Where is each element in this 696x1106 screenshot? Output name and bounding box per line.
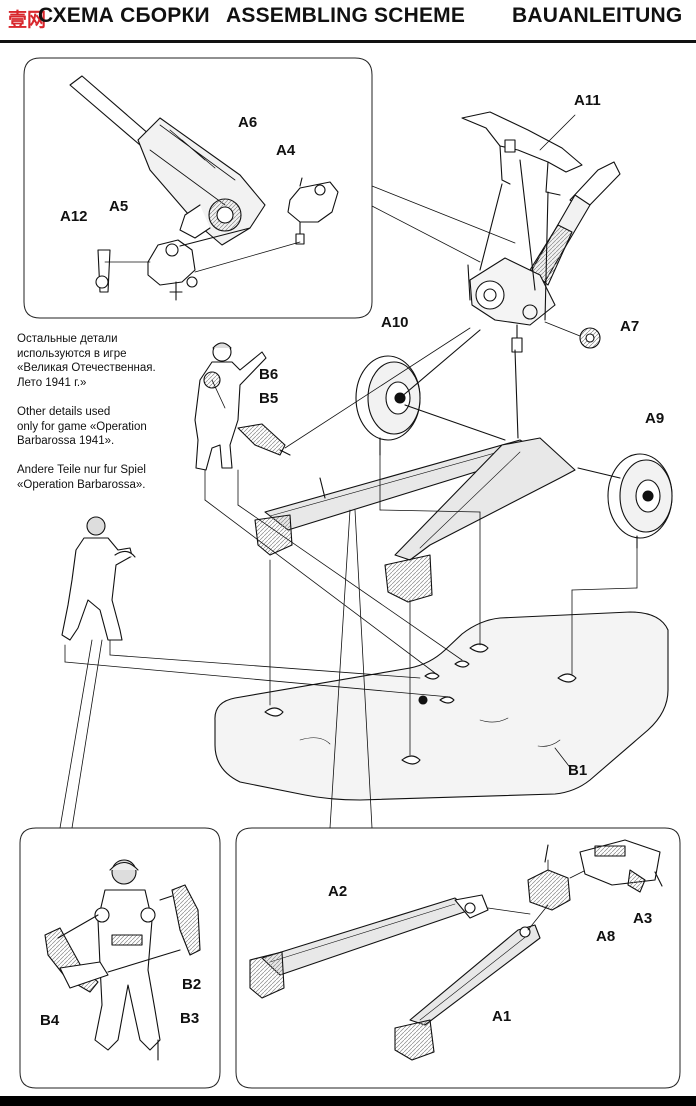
main-carriage-trails [254, 349, 576, 603]
label-a9: A9 [645, 410, 665, 427]
note-en-line-2: only for game «Operation [17, 420, 147, 433]
part-a12 [95, 249, 151, 293]
label-a4: A4 [276, 142, 296, 159]
header-rule [0, 40, 696, 43]
note-en-line-3: Barbarossa 1941». [17, 435, 115, 447]
part-a11-shield [461, 111, 583, 321]
label-a1: A1 [492, 1008, 512, 1025]
note-ru-line-1: Остальные детали [17, 333, 118, 345]
part-a9-wheel [577, 453, 673, 549]
detail-frame-breech [23, 57, 516, 319]
main-gun-barrel [467, 161, 621, 353]
part-a3-axle [579, 839, 663, 893]
part-a10-wheel [355, 329, 506, 456]
label-b1: B1 [568, 762, 588, 779]
figure-soldier-b6 [194, 327, 471, 471]
label-a3: A3 [633, 910, 653, 927]
detail-frame-trails [235, 509, 681, 1089]
detail-frame-figure [19, 639, 221, 1089]
figure-soldier-b3 [44, 859, 201, 1061]
note-ru-line-4: Лето 1941 г.» [17, 376, 87, 389]
note-de-line-1: Andere Teile nur fur Spiel [17, 464, 146, 476]
label-a7: A7 [620, 318, 640, 335]
note-ru-line-2: используются в игре [17, 347, 127, 360]
label-b3: B3 [180, 1010, 200, 1027]
label-a5: A5 [109, 198, 129, 215]
part-a6-barrel [69, 75, 266, 246]
figure-soldier-crouching [61, 516, 136, 641]
label-a10: A10 [381, 314, 409, 331]
footer-bar [0, 1096, 696, 1106]
part-a1-trail [394, 904, 549, 1061]
note-de-line-2: «Operation Barbarossa». [17, 478, 146, 491]
label-a8: A8 [596, 928, 616, 945]
label-b4: B4 [40, 1012, 60, 1029]
label-b2: B2 [182, 976, 202, 993]
title-russian: СХЕМА СБОРКИ [38, 4, 210, 27]
label-a11: A11 [574, 92, 601, 109]
part-a7-hub [544, 321, 601, 349]
label-b5: B5 [259, 390, 279, 407]
title-german: BAUANLEITUNG [512, 4, 683, 27]
note-english: Other details used only for game «Operat… [17, 405, 147, 449]
assembly-guide-lines [64, 454, 638, 756]
part-b1-base [214, 611, 669, 801]
watermark-text: 壹网 [8, 9, 46, 31]
part-a5-cradle [147, 227, 301, 301]
label-a2: A2 [328, 883, 348, 900]
watermark-logo: 壹网 [4, 4, 70, 34]
part-a8-hub [527, 844, 591, 911]
part-a2-trail [249, 894, 531, 999]
part-a4-trunnion [287, 177, 339, 245]
watermark-icon: 壹网 [4, 6, 68, 31]
label-b6: B6 [259, 366, 279, 383]
note-russian: Остальные детали используются в игре «Ве… [17, 332, 156, 390]
note-ru-line-3: «Великая Отечественная. [17, 362, 156, 374]
label-a6: A6 [238, 114, 258, 131]
note-en-line-1: Other details used [17, 406, 111, 418]
label-a12: A12 [60, 208, 88, 225]
note-german: Andere Teile nur fur Spiel «Operation Ba… [17, 463, 146, 492]
title-english: ASSEMBLING SCHEME [226, 4, 466, 27]
